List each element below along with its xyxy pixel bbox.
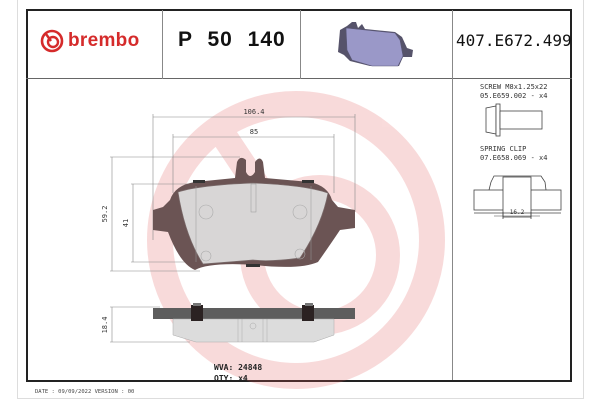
screw-label: SCREW M8x1.25x22 <box>480 83 548 91</box>
dimension-labels: 106.4 85 59.2 41 18.4 16.2 <box>101 108 525 333</box>
side-panel-divider <box>452 10 453 380</box>
dimension-lines <box>110 114 356 343</box>
wva-info: WVA: 24848 QTY: x4 <box>214 362 262 384</box>
pad-side-view <box>153 303 355 343</box>
header-band <box>26 9 572 79</box>
dim-overall-width: 106.4 <box>243 108 264 116</box>
reference-code: 407.E672.499 <box>456 31 572 50</box>
accessory-spring-clip: SPRING CLIP 07.E658.069 - x4 <box>480 145 547 163</box>
wva-value: 24848 <box>238 363 263 372</box>
spring-clip-icon <box>473 175 562 219</box>
drawing-frame <box>26 9 572 382</box>
brand-name: brembo <box>68 30 140 51</box>
header-divider-1 <box>162 10 163 79</box>
dim-overall-height: 59.2 <box>101 206 109 223</box>
dim-clip-width: 16.2 <box>510 209 525 216</box>
clip-code: 07.E658.069 - x4 <box>480 154 548 162</box>
pad-front-view <box>153 157 355 270</box>
footer-date-version: DATE : 09/09/2022 VERSION : 00 <box>35 389 135 395</box>
brake-pad-3d-icon <box>338 22 413 67</box>
dim-thickness: 18.4 <box>101 317 109 334</box>
brand-logo: brembo <box>40 29 139 53</box>
screw-code: 05.E659.002 - x4 <box>480 92 548 100</box>
qty-value: x4 <box>238 374 248 383</box>
clip-label: SPRING CLIP <box>480 145 527 153</box>
wva-label: WVA: <box>214 363 234 372</box>
page-border <box>17 0 584 399</box>
dim-inner-height: 41 <box>122 219 130 227</box>
accessory-screw: SCREW M8x1.25x22 05.E659.002 - x4 <box>480 83 547 101</box>
part-number: P 50 140 <box>178 28 286 51</box>
qty-label: QTY: <box>214 374 234 383</box>
brembo-disc-icon <box>40 29 64 53</box>
dim-inner-width: 85 <box>250 128 258 136</box>
screw-icon <box>485 103 543 137</box>
header-divider-2 <box>300 10 301 79</box>
